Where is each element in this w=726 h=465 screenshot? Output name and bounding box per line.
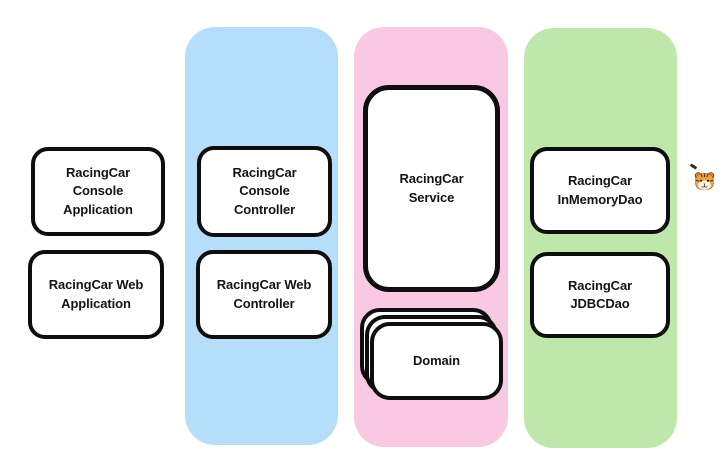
box-domain: Domain [370,322,503,400]
box-racingcar-inmemorydao: RacingCar InMemoryDao [530,147,670,234]
box-label: RacingCar Console Controller [232,164,297,217]
box-racingcar-web-controller: RacingCar Web Controller [196,250,332,339]
box-racingcar-console-application: RacingCar Console Application [31,147,165,236]
cursor-mark [689,163,698,170]
box-label: Domain [412,352,461,368]
tiger-face-icon [694,171,715,192]
box-racingcar-service: RacingCar Service [363,85,500,292]
box-label: RacingCar JDBCDao [567,277,633,312]
box-racingcar-jdbcdao: RacingCar JDBCDao [530,252,670,338]
box-label: RacingCar Web Controller [216,277,312,311]
box-label: RacingCar Console Application [63,164,133,217]
box-racingcar-console-controller: RacingCar Console Controller [197,146,332,237]
box-racingcar-web-application: RacingCar Web Application [28,250,164,339]
box-label: RacingCar Service [399,171,464,205]
box-label: RacingCar InMemoryDao [557,173,643,207]
box-label: RacingCar Web Application [48,277,144,311]
dao-layer-column [524,28,677,448]
